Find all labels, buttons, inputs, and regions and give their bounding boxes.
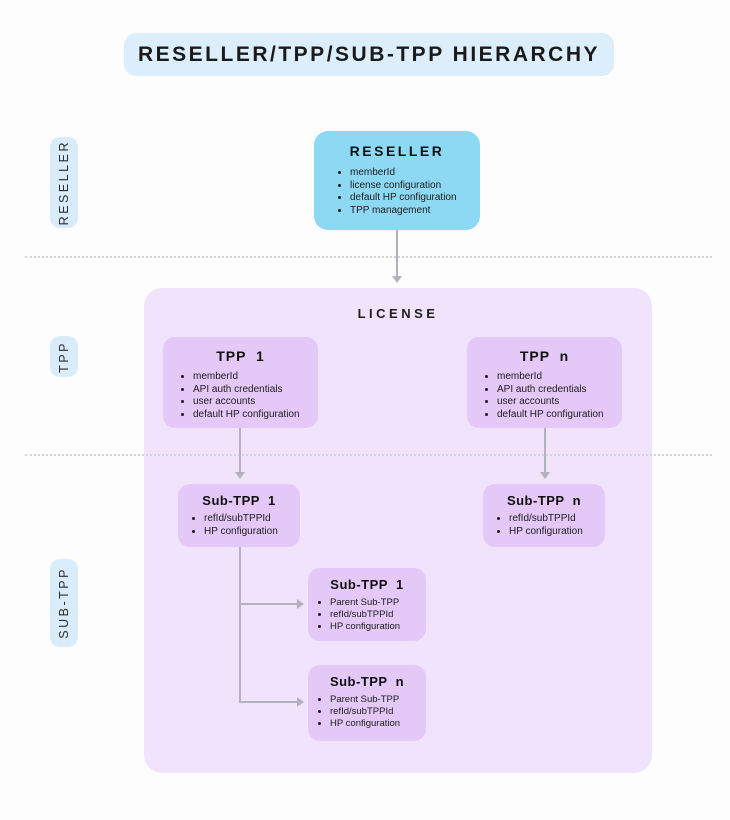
list-item: license configuration bbox=[350, 180, 470, 193]
tppn-node-list: memberId API auth credentials user accou… bbox=[475, 371, 614, 421]
rail-subtpp: SUB-TPP bbox=[50, 559, 78, 647]
arrow-down-icon bbox=[540, 472, 550, 479]
connector-reseller-license bbox=[396, 230, 398, 278]
diagram-title: RESELLER/TPP/SUB-TPP HIERARCHY bbox=[124, 33, 614, 76]
nested-subtpp1-node-list: Parent Sub-TPP refId/subTPPId HP configu… bbox=[313, 597, 421, 633]
diagram-title-text: RESELLER/TPP/SUB-TPP HIERARCHY bbox=[138, 42, 600, 66]
tpp1-node-title: TPP 1 bbox=[216, 348, 265, 364]
list-item: HP configuration bbox=[330, 621, 421, 633]
list-item: refId/subTPPId bbox=[509, 513, 599, 526]
nested-subtppn-node: Sub-TPP n Parent Sub-TPP refId/subTPPId … bbox=[308, 665, 426, 741]
list-item: default HP configuration bbox=[193, 409, 310, 422]
list-item: TPP management bbox=[350, 205, 470, 218]
arrow-down-icon bbox=[235, 472, 245, 479]
reseller-node: RESELLER memberId license configuration … bbox=[314, 131, 480, 230]
separator-reseller-tpp bbox=[25, 256, 712, 258]
tppn-node: TPP n memberId API auth credentials user… bbox=[467, 337, 622, 428]
nested-subtppn-node-title: Sub-TPP n bbox=[329, 674, 405, 689]
tpp1-node-list: memberId API auth credentials user accou… bbox=[171, 371, 310, 421]
list-item: memberId bbox=[497, 371, 614, 384]
list-item: refId/subTPPId bbox=[204, 513, 294, 526]
license-label: LICENSE bbox=[357, 306, 439, 321]
list-item: user accounts bbox=[193, 396, 310, 409]
subtpp1-node-title: Sub-TPP 1 bbox=[202, 493, 276, 508]
list-item: API auth credentials bbox=[193, 384, 310, 397]
rail-subtpp-label: SUB-TPP bbox=[57, 567, 71, 639]
nested-subtpp1-node-title: Sub-TPP 1 bbox=[330, 577, 404, 592]
list-item: memberId bbox=[193, 371, 310, 384]
connector-tppn-subtppn bbox=[544, 428, 546, 474]
tpp1-node: TPP 1 memberId API auth credentials user… bbox=[163, 337, 318, 428]
rail-reseller: RESELLER bbox=[50, 137, 78, 228]
rail-reseller-label: RESELLER bbox=[57, 139, 71, 226]
list-item: memberId bbox=[350, 167, 470, 180]
subtppn-node: Sub-TPP n refId/subTPPId HP configuratio… bbox=[483, 484, 605, 547]
connector-branch-nested1 bbox=[240, 603, 298, 605]
subtppn-node-title: Sub-TPP n bbox=[506, 493, 582, 508]
nested-subtppn-node-list: Parent Sub-TPP refId/subTPPId HP configu… bbox=[313, 694, 421, 730]
list-item: Parent Sub-TPP bbox=[330, 694, 421, 706]
list-item: Parent Sub-TPP bbox=[330, 597, 421, 609]
connector-tpp1-subtpp1 bbox=[239, 428, 241, 474]
separator-tpp-subtpp bbox=[25, 454, 712, 456]
list-item: HP configuration bbox=[204, 526, 294, 539]
list-item: HP configuration bbox=[509, 526, 599, 539]
list-item: refId/subTPPId bbox=[330, 706, 421, 718]
list-item: default HP configuration bbox=[497, 409, 614, 422]
nested-subtpp1-node: Sub-TPP 1 Parent Sub-TPP refId/subTPPId … bbox=[308, 568, 426, 641]
arrow-right-icon bbox=[297, 599, 304, 609]
list-item: default HP configuration bbox=[350, 192, 470, 205]
reseller-node-title: RESELLER bbox=[349, 143, 445, 159]
arrow-down-icon bbox=[392, 276, 402, 283]
connector-subtpp1-trunk bbox=[239, 547, 241, 703]
list-item: user accounts bbox=[497, 396, 614, 409]
reseller-node-list: memberId license configuration default H… bbox=[324, 167, 470, 217]
rail-tpp: TPP bbox=[50, 336, 78, 377]
list-item: refId/subTPPId bbox=[330, 609, 421, 621]
list-item: API auth credentials bbox=[497, 384, 614, 397]
subtpp1-node: Sub-TPP 1 refId/subTPPId HP configuratio… bbox=[178, 484, 300, 547]
rail-tpp-label: TPP bbox=[57, 340, 71, 373]
subtppn-node-list: refId/subTPPId HP configuration bbox=[489, 513, 599, 538]
subtpp1-node-list: refId/subTPPId HP configuration bbox=[184, 513, 294, 538]
list-item: HP configuration bbox=[330, 718, 421, 730]
arrow-right-icon bbox=[297, 697, 304, 707]
tppn-node-title: TPP n bbox=[519, 348, 570, 364]
connector-branch-nestedn bbox=[240, 701, 298, 703]
